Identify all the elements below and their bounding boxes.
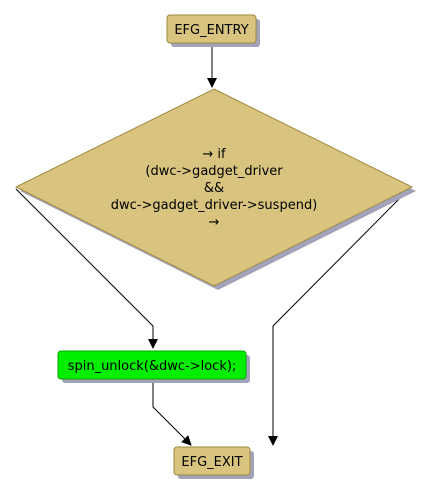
decision-node: → if (dwc->gadget_driver && dwc->gadget_… <box>14 88 416 290</box>
decision-line-2: (dwc->gadget_driver <box>145 164 283 179</box>
exit-node: EFG_EXIT <box>173 446 254 479</box>
decision-line-5: → <box>209 215 220 230</box>
entry-node: EFG_ENTRY <box>166 14 260 47</box>
edge-decision-to-exit <box>268 188 410 446</box>
decision-line-1: → if <box>202 147 226 162</box>
decision-line-3: && <box>204 181 224 196</box>
exit-label: EFG_EXIT <box>181 455 242 470</box>
decision-line-4: dwc->gadget_driver->suspend) <box>111 198 318 213</box>
unlock-label: spin_unlock(&dwc->lock); <box>68 359 237 374</box>
unlock-node: spin_unlock(&dwc->lock); <box>57 350 250 383</box>
entry-label: EFG_ENTRY <box>174 23 248 38</box>
edge-decision-to-unlock <box>15 188 158 349</box>
edge-unlock-to-exit <box>152 380 192 446</box>
